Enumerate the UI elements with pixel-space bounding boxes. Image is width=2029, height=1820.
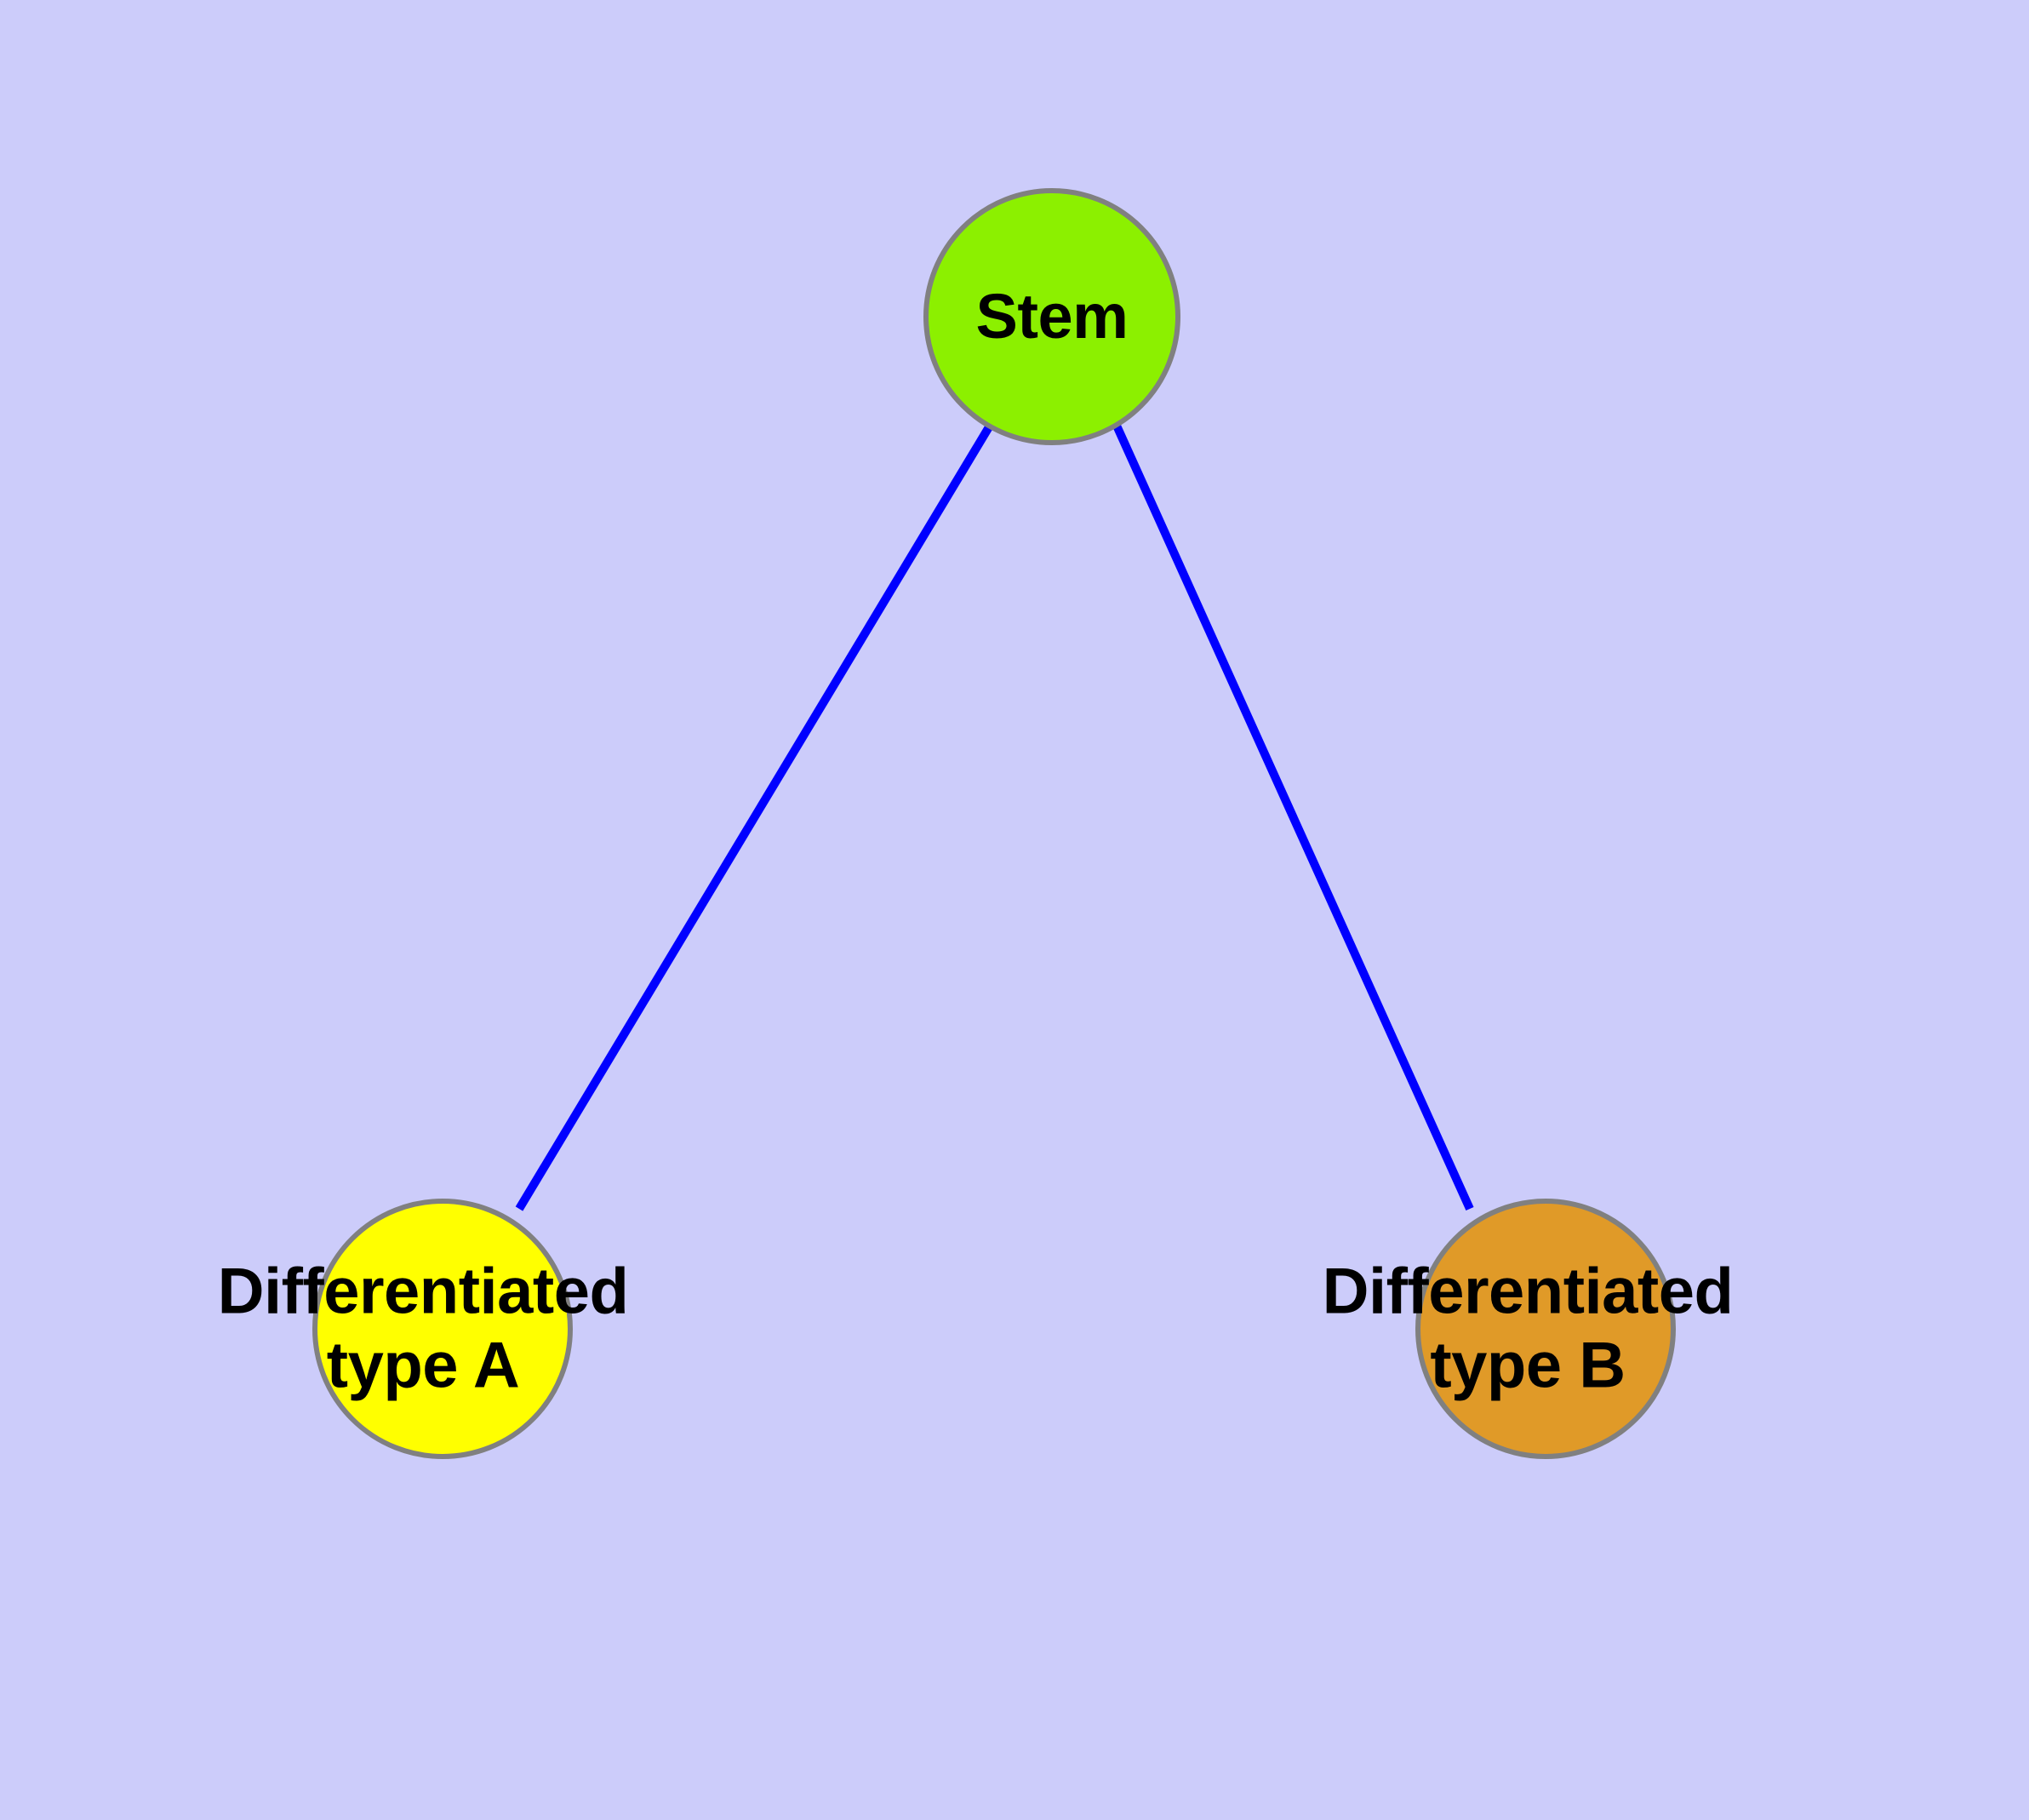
- edge-stem-to-differentiated-type-a[interactable]: [515, 423, 994, 1211]
- node-differentiated-type-a[interactable]: [312, 1199, 573, 1459]
- node-stem[interactable]: [923, 188, 1180, 445]
- edge-layer: [515, 423, 1474, 1211]
- node-differentiated-type-b[interactable]: [1415, 1199, 1676, 1459]
- edge-stem-to-differentiated-type-b[interactable]: [1112, 423, 1474, 1211]
- node-layer: [312, 188, 1676, 1459]
